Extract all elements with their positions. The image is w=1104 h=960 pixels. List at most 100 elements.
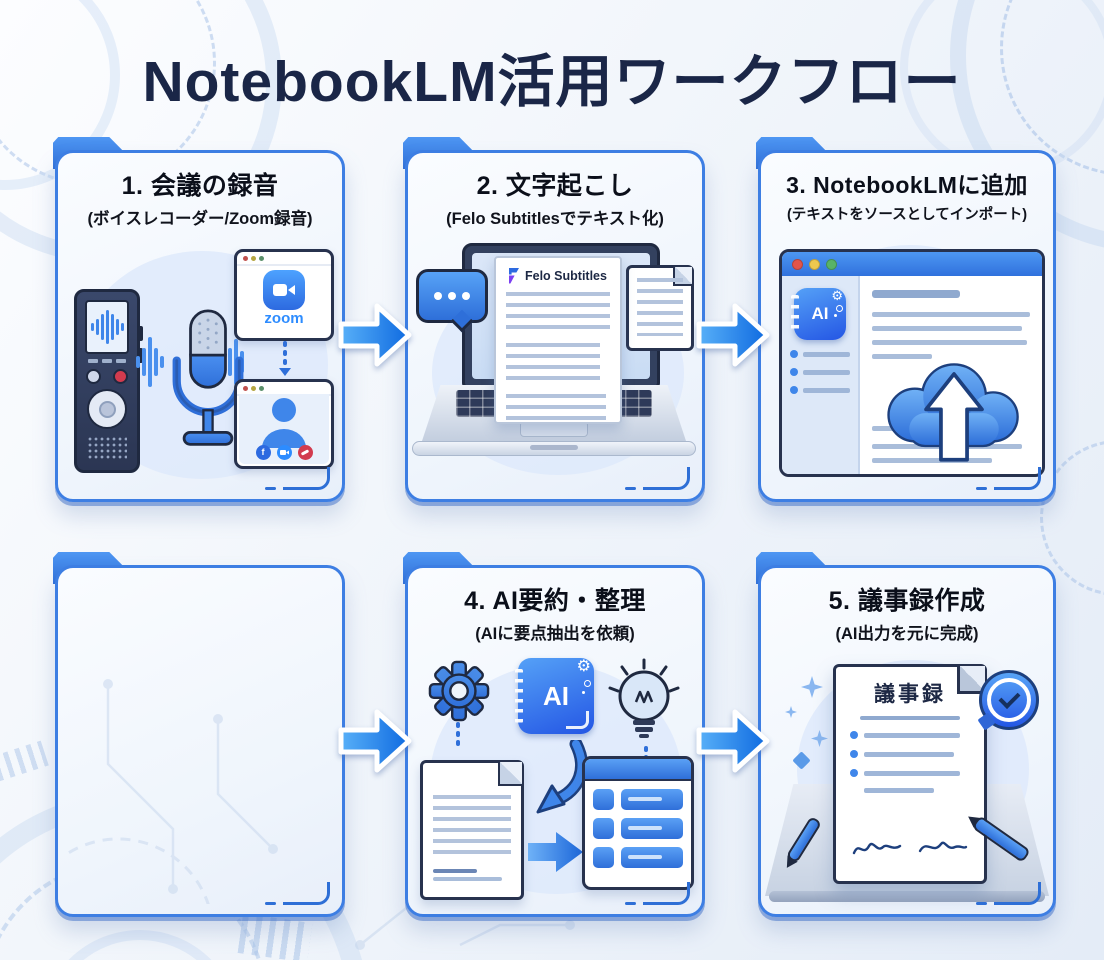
gear-glyph-icon: ⚙: [576, 658, 591, 675]
felo-logo-text: Felo Subtitles: [525, 268, 607, 283]
folded-corner: [498, 762, 522, 786]
text-lines: [506, 394, 606, 424]
laptop-base: [412, 441, 696, 456]
record-button: [113, 369, 128, 384]
laptop-notch: [530, 445, 578, 450]
notebooklm-window: AI ⚙: [779, 249, 1045, 477]
step-title: 2. 文字起こし: [476, 172, 634, 200]
ai-notebook-icon: AI ⚙: [515, 658, 594, 734]
signature-row: [844, 837, 976, 859]
corner-bracket-decoration: [994, 467, 1041, 490]
page-title: NotebookLM活用ワークフロー: [142, 50, 962, 114]
card-body: 3. NotebookLMに追加 (テキストをソースとしてインポート) AI ⚙: [758, 150, 1056, 502]
ai-notebook-icon: AI ⚙: [791, 288, 846, 340]
text-line: [872, 326, 1022, 331]
video-call-window: f: [234, 379, 334, 469]
hang-up-icon: [297, 445, 313, 460]
step-card-5: 5. 議事録作成 (AI出力を元に完成): [756, 552, 1056, 917]
corner-bracket-decoration: [283, 882, 330, 905]
import-illustration: AI ⚙: [767, 243, 1047, 487]
gear-icon: [428, 660, 490, 722]
empty-card: [53, 552, 345, 917]
source-list-item: [790, 368, 850, 376]
flow-arrow-to-step4: [338, 709, 412, 773]
text-lines: [637, 278, 683, 336]
transcription-illustration: Felo Subtitles: [412, 243, 696, 487]
text-line: [872, 458, 992, 463]
step-title: 1. 会議の録音: [121, 172, 279, 200]
corner-bracket-decoration: [643, 467, 690, 490]
step-title: 3. NotebookLMに追加: [786, 172, 1028, 198]
list-row: [593, 789, 683, 810]
browser-content: [860, 276, 1042, 474]
circuit-trace-decoration: [68, 679, 278, 904]
step-subtitle: (ボイスレコーダー/Zoom録音): [87, 210, 313, 228]
corner-bracket-decoration: [283, 467, 330, 490]
corner-dash-decoration: [625, 486, 636, 490]
minutes-line: [864, 788, 970, 793]
recorder-side-button: [138, 348, 143, 363]
source-list-item: [790, 386, 850, 394]
recorder-speaker-grille: [87, 436, 127, 460]
source-list-item: [790, 350, 850, 358]
zoom-window: zoom: [234, 249, 334, 341]
background-tick-decoration: [0, 740, 49, 782]
tablet-edge: [769, 891, 1045, 902]
corner-bracket-decoration: [994, 882, 1041, 905]
structured-list-icon: [582, 756, 694, 890]
dashed-connector-arrow: [279, 341, 291, 376]
speech-bubble-icon: [416, 269, 488, 333]
sparkle-icon: [801, 676, 823, 698]
video-call-body: f: [239, 394, 329, 464]
camera-icon: [276, 445, 292, 460]
sound-wave-icon: [136, 337, 164, 387]
background-tick-decoration: [237, 913, 313, 960]
list-row: [593, 818, 683, 839]
waveform-icon: [91, 310, 124, 344]
badge-ring: [986, 677, 1032, 723]
source-document-icon: [420, 760, 524, 900]
step-subtitle: (テキストをソースとしてインポート): [786, 207, 1028, 223]
zoom-logo-text: zoom: [264, 310, 304, 327]
voice-recorder-icon: [74, 289, 143, 473]
transcript-document: Felo Subtitles: [494, 256, 622, 424]
arrowhead-icon: [279, 368, 291, 376]
step-card-2: 2. 文字起こし (Felo Subtitlesでテキスト化): [403, 137, 705, 502]
step-title: 5. 議事録作成: [828, 587, 986, 615]
minutes-document: 議事録: [833, 664, 987, 884]
list-row: [593, 847, 683, 868]
spiral-binding: [791, 295, 799, 333]
step-card-1: 1. 会議の録音 (ボイスレコーダー/Zoom録音): [53, 137, 345, 502]
card-body: [55, 565, 345, 917]
sparkle-icon: [785, 706, 797, 718]
person-icon: [262, 398, 306, 448]
ai-summary-illustration: AI ⚙: [414, 658, 696, 902]
step-subtitle: (AI出力を元に完成): [835, 625, 979, 643]
recorder-button: [86, 369, 101, 384]
traffic-light-green: [826, 258, 837, 270]
corner-dash-decoration: [976, 901, 987, 905]
divider-line: [859, 716, 961, 720]
card-body: 1. 会議の録音 (ボイスレコーダー/Zoom録音): [55, 150, 345, 502]
corner-bracket-decoration: [566, 711, 589, 729]
cloud-upload-icon: [887, 363, 1019, 462]
text-line: [872, 340, 1027, 345]
minutes-illustration: 議事録: [765, 658, 1049, 902]
corner-dash-decoration: [976, 486, 987, 490]
zoom-app-icon: [263, 270, 305, 310]
background-arc-decoration: [40, 930, 240, 960]
recorder-buttons: [77, 359, 137, 363]
step-card-3: 3. NotebookLMに追加 (テキストをソースとしてインポート) AI ⚙: [756, 137, 1056, 502]
text-line: [872, 354, 932, 359]
call-buttons: f: [239, 445, 329, 460]
sources-sidebar: AI ⚙: [782, 276, 860, 474]
minutes-line: [850, 769, 970, 777]
signature-icon: [918, 841, 968, 853]
gear-glyph-icon: ⚙: [831, 288, 843, 303]
signature-icon: [852, 842, 902, 855]
flow-arrow-step4-to-step5: [696, 709, 770, 773]
corner-dash-decoration: [265, 901, 276, 905]
corner-dash-decoration: [265, 486, 276, 490]
list-header: [585, 759, 691, 781]
